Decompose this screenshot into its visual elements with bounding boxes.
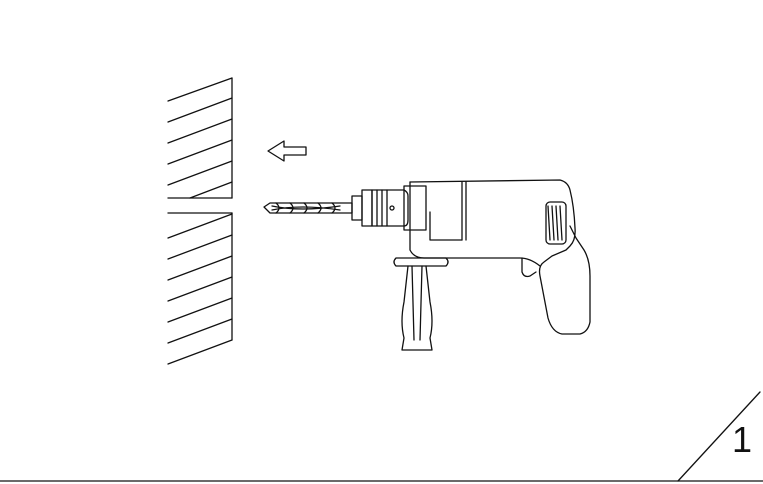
step-number: 1 [732,419,753,460]
wall-icon [167,77,233,365]
drill-bit [263,202,353,214]
arrow-left-icon [267,140,307,162]
drill-icon [351,179,591,351]
step-corner [0,391,763,482]
